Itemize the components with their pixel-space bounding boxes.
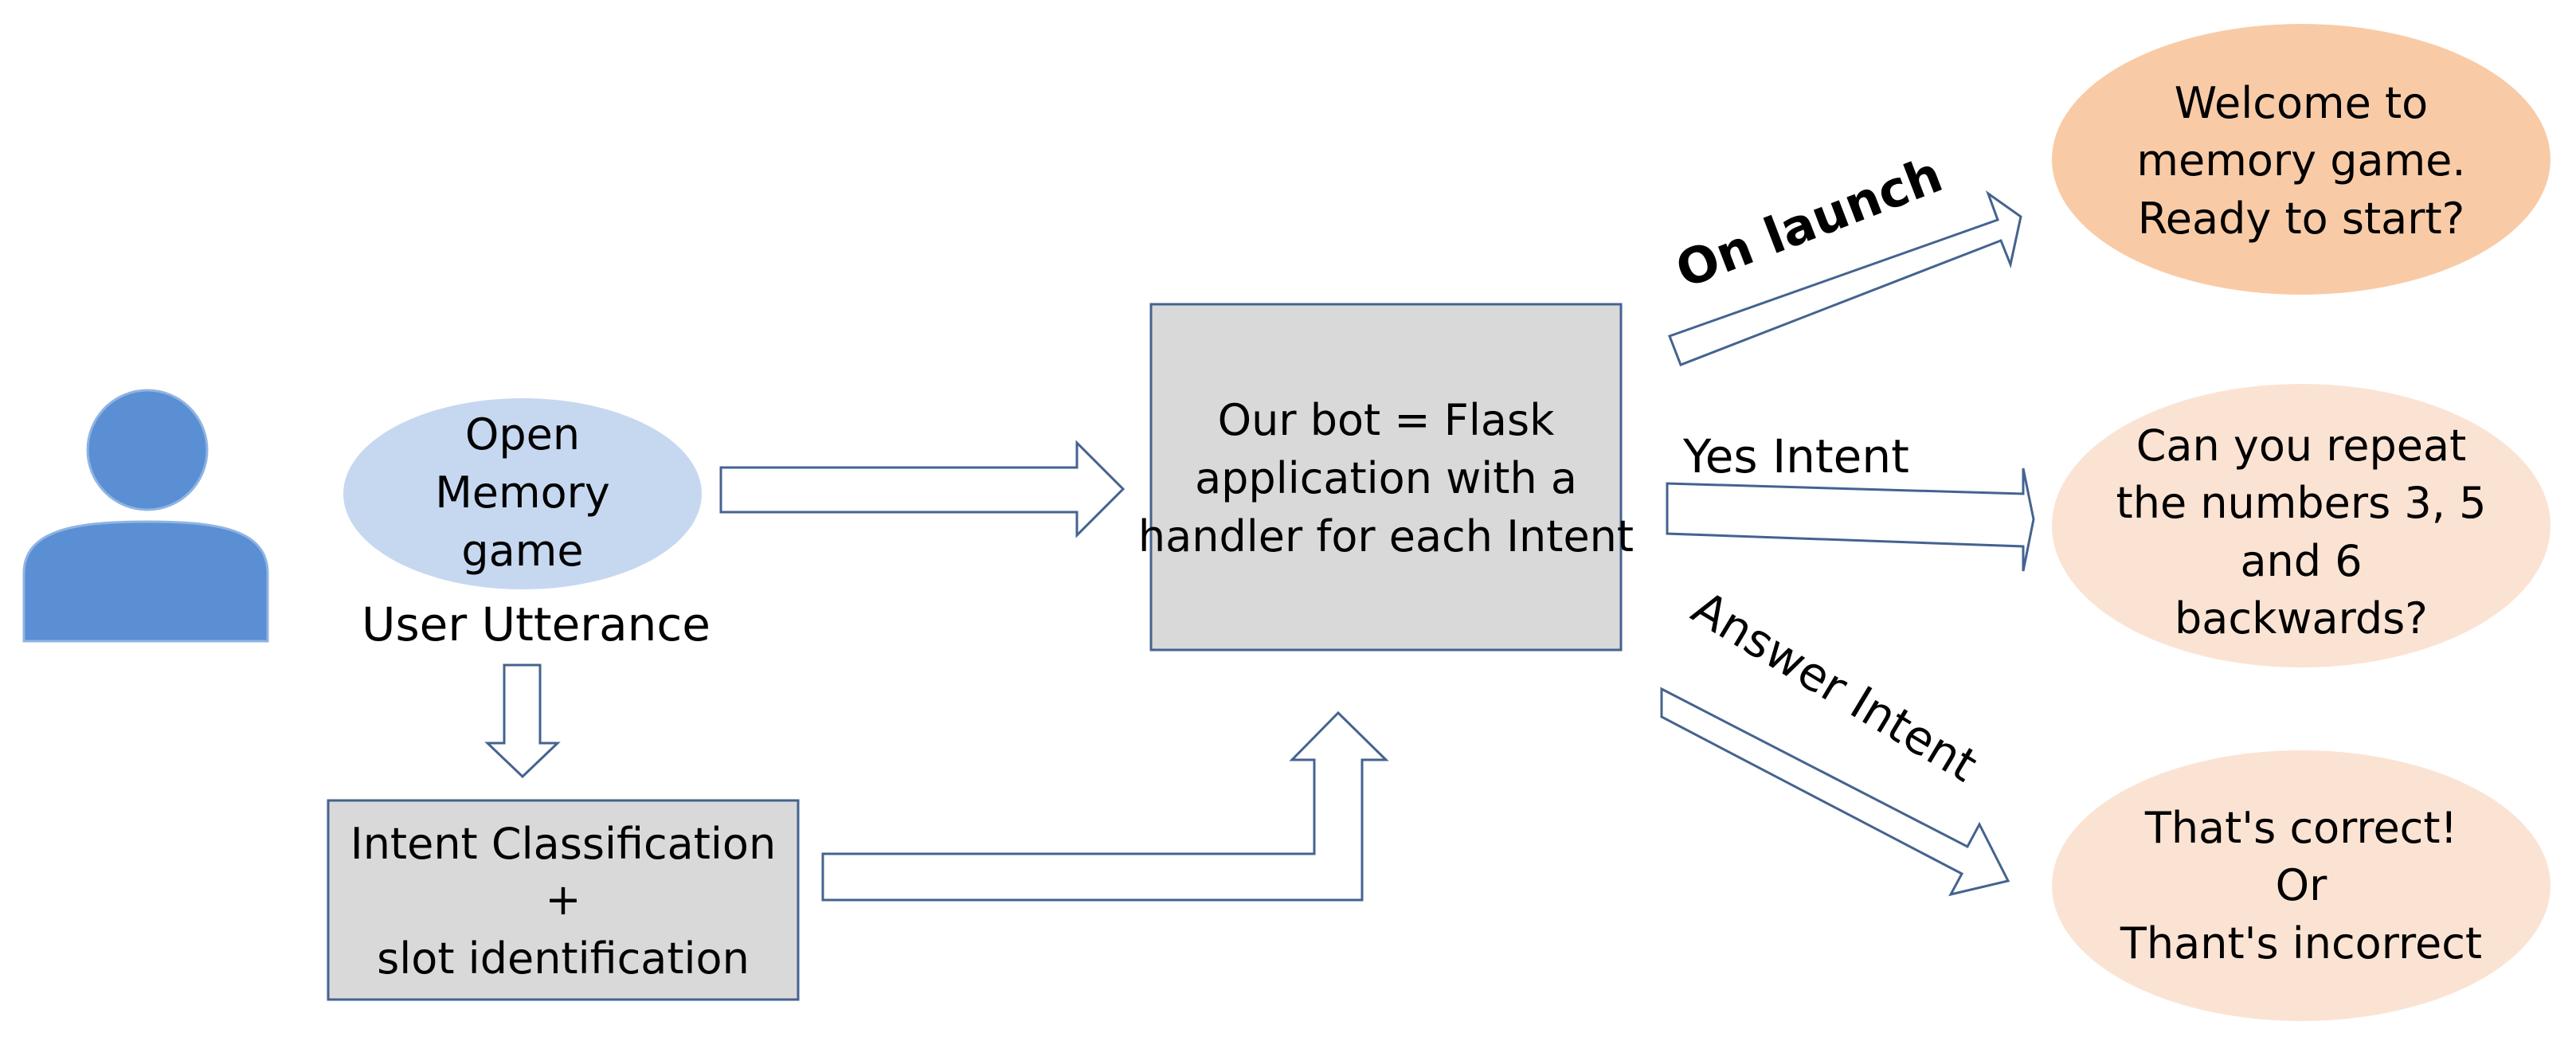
response-repeat-line: backwards? <box>2175 593 2428 644</box>
utterance-ellipse <box>343 398 702 589</box>
response-welcome-line: memory game. <box>2136 135 2465 186</box>
bot-line: application with a <box>1195 453 1577 503</box>
utterance-line: Open <box>465 409 580 460</box>
bot-line: handler for each Intent <box>1138 511 1634 562</box>
arrow-utterance-to-bot <box>719 440 1126 538</box>
response-feedback-line: Or <box>2276 860 2328 910</box>
nlu-line: Intent Classification <box>350 819 776 869</box>
arrow-down-to-nlu <box>484 663 561 779</box>
arrow-nlu-to-bot <box>821 710 1389 902</box>
user-head <box>86 389 209 511</box>
response-repeat-line: Can you repeat <box>2136 421 2467 471</box>
response-feedback-line: That's correct! <box>2144 803 2457 853</box>
utterance-line: Memory <box>435 468 610 518</box>
response-feedback-ellipse <box>2052 750 2551 1021</box>
nlu-line: + <box>545 875 581 925</box>
arrow-answer-intent <box>1660 687 2010 897</box>
utterance-line: game <box>461 526 583 576</box>
response-welcome-ellipse <box>2052 24 2551 295</box>
user-body <box>22 520 269 643</box>
arrow-on-launch <box>1668 190 2022 366</box>
response-repeat-line: the numbers 3, 5 <box>2116 478 2487 528</box>
response-repeat-ellipse <box>2052 384 2551 667</box>
intent-classification-box <box>327 799 800 1001</box>
response-feedback-line: Thant's incorrect <box>2120 918 2482 969</box>
response-welcome-line: Ready to start? <box>2138 194 2465 244</box>
intent-label-yes: Yes Intent <box>1682 429 1909 483</box>
user-icon <box>22 389 269 643</box>
response-repeat-line: and 6 <box>2240 536 2362 586</box>
bot-line: Our bot = Flask <box>1218 395 1555 445</box>
arrow-yes-intent <box>1666 468 2035 572</box>
nlu-line: slot identification <box>377 933 750 984</box>
bot-box <box>1149 303 1623 652</box>
utterance-caption: User Utterance <box>362 597 711 652</box>
response-welcome-line: Welcome to <box>2175 78 2428 128</box>
intent-label-answer: Answer Intent <box>1683 581 1987 792</box>
